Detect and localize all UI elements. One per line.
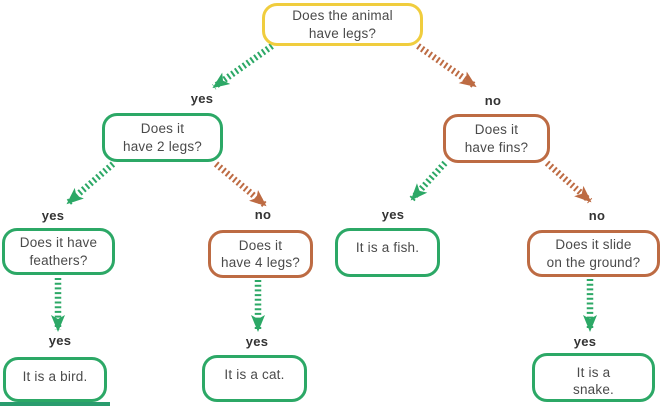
edge-label-4legs-yes: yes	[245, 334, 269, 349]
edge-fins-yes	[409, 160, 448, 202]
node-root-question: Does the animal have legs?	[262, 3, 423, 46]
edge-label-fins-no: no	[588, 208, 606, 223]
node-two-legs-question: Does it have 2 legs?	[102, 113, 223, 162]
edge-label-feathers-yes: yes	[48, 333, 72, 348]
edge-label-2legs-yes: yes	[41, 208, 65, 223]
edge-root-yes	[212, 43, 274, 90]
node-snake-answer: It is a snake.	[532, 353, 655, 402]
edge-2legs-no	[213, 161, 268, 208]
edge-label-fins-yes: yes	[381, 207, 405, 222]
edge-label-root-no: no	[484, 93, 502, 108]
edge-root-no	[416, 43, 477, 89]
edge-fins-no	[544, 160, 593, 204]
edge-label-slide-yes: yes	[573, 334, 597, 349]
node-fish-answer: It is a fish.	[335, 228, 440, 277]
bottom-edge-rule	[0, 402, 110, 406]
node-slide-question: Does it slide on the ground?	[527, 230, 660, 277]
edge-label-2legs-no: no	[254, 207, 272, 222]
node-fins-question: Does it have fins?	[443, 114, 550, 163]
node-cat-answer: It is a cat.	[202, 355, 307, 402]
edge-label-root-yes: yes	[190, 91, 214, 106]
node-feathers-question: Does it have feathers?	[2, 228, 115, 275]
edge-2legs-yes	[65, 161, 116, 206]
node-four-legs-question: Does it have 4 legs?	[208, 230, 313, 278]
node-bird-answer: It is a bird.	[3, 357, 107, 402]
